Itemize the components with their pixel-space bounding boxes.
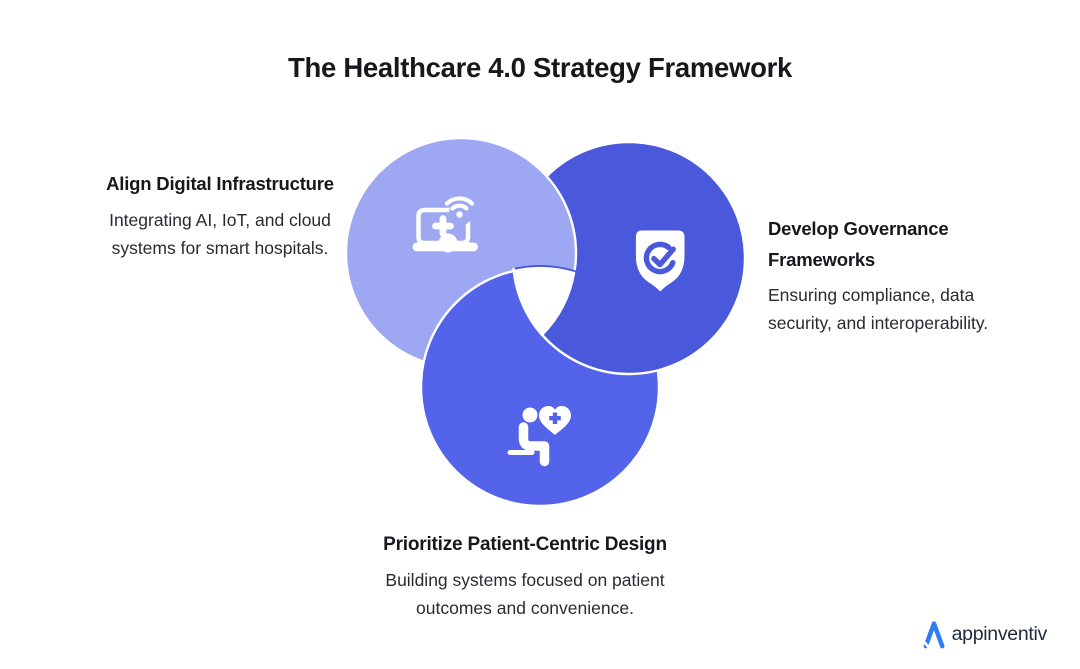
logo-gap	[920, 638, 932, 650]
patient-centric-heading: Prioritize Patient-Centric Design	[383, 534, 667, 555]
governance-body-line1: Ensuring compliance, data	[768, 285, 975, 305]
align-digital-body-line1: Integrating AI, IoT, and cloud	[109, 210, 331, 230]
align-digital-heading: Align Digital Infrastructure	[106, 173, 334, 194]
brand-logo: appinventiv	[920, 618, 1048, 650]
laptop-base	[412, 242, 478, 252]
governance-body: Ensuring compliance, data security, and …	[768, 281, 1048, 337]
check-mark	[651, 246, 676, 268]
patient-body	[518, 422, 550, 467]
circle-governance-overlap	[511, 265, 662, 376]
governance-heading-line2: Frameworks	[768, 249, 875, 270]
patient-centric-body: Building systems focused on patient outc…	[345, 566, 705, 622]
check-circle	[643, 241, 676, 275]
governance-heading-line1: Develop Governance	[768, 218, 949, 239]
align-digital-body: Integrating AI, IoT, and cloud systems f…	[70, 206, 370, 262]
venn-center	[512, 266, 576, 337]
wifi-arc-small	[450, 203, 469, 211]
patient-centric-block: Prioritize Patient-Centric Design Buildi…	[345, 532, 705, 622]
heart-cross	[549, 412, 561, 424]
patient-centric-body-line1: Building systems focused on patient	[385, 570, 665, 590]
patient-centric-body-line2: outcomes and convenience.	[416, 598, 634, 618]
appinventiv-logo-icon	[920, 621, 945, 650]
shield-check-icon	[635, 230, 685, 292]
wifi-dot	[456, 211, 463, 218]
patient-care-icon	[507, 406, 571, 467]
medical-cross	[432, 215, 454, 237]
brand-name: appinventiv	[951, 622, 1048, 645]
governance-block: Develop Governance Frameworks Ensuring c…	[768, 213, 1048, 337]
logo-triangle	[923, 621, 945, 649]
wifi-arc-large	[444, 196, 475, 206]
align-digital-block: Align Digital Infrastructure Integrating…	[70, 172, 370, 262]
laptop-medical-wifi-icon	[412, 196, 478, 253]
align-digital-body-line2: systems for smart hospitals.	[111, 238, 329, 258]
patient-head	[522, 407, 538, 423]
governance-heading: Develop Governance Frameworks	[768, 213, 1048, 275]
governance-body-line2: security, and interoperability.	[768, 313, 989, 333]
page-title: The Healthcare 4.0 Strategy Framework	[288, 52, 792, 83]
